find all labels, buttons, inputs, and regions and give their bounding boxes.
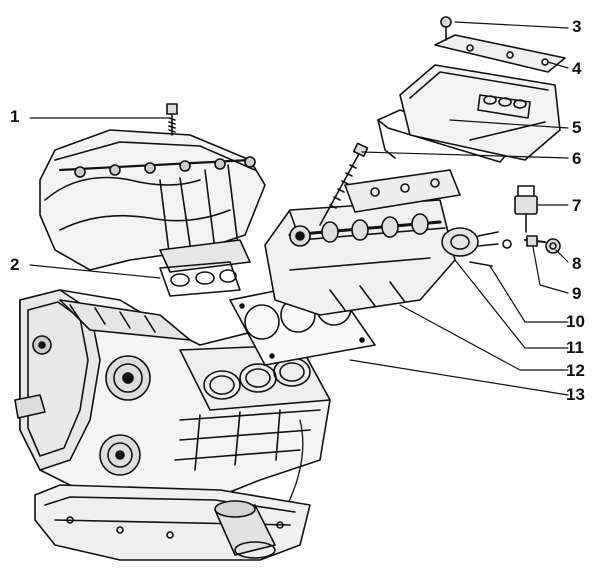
- callout-10: 10: [566, 312, 585, 331]
- callout-5: 5: [572, 118, 582, 137]
- callout-12: 12: [566, 361, 585, 380]
- leader-lines: [29, 21, 569, 396]
- head-bolt: [319, 142, 369, 226]
- callout-11: 11: [566, 338, 584, 357]
- intake-gaskets: [159, 261, 241, 297]
- callout-8: 8: [572, 254, 582, 273]
- distributor-housing: [441, 227, 499, 267]
- callout-13: 13: [566, 385, 585, 404]
- callout-7: 7: [572, 196, 582, 215]
- engine-block: [14, 289, 331, 511]
- intake-manifold: [39, 129, 266, 273]
- callout-6: 6: [572, 149, 582, 168]
- cylinder-head: [264, 199, 456, 316]
- sensor: [514, 185, 538, 233]
- bearing-cap-strip: [344, 169, 461, 213]
- callout-2: 2: [10, 255, 20, 274]
- oil-pan: [34, 484, 311, 561]
- fittings: [502, 235, 561, 254]
- cover-nut: [440, 16, 452, 41]
- callout-4: 4: [572, 59, 582, 78]
- callout-1: 1: [10, 107, 20, 126]
- callout-3: 3: [572, 17, 582, 36]
- callout-9: 9: [572, 284, 582, 303]
- baffle-plate: [434, 34, 566, 73]
- valve-cover: [399, 64, 561, 161]
- manifold-bolt: [166, 103, 178, 136]
